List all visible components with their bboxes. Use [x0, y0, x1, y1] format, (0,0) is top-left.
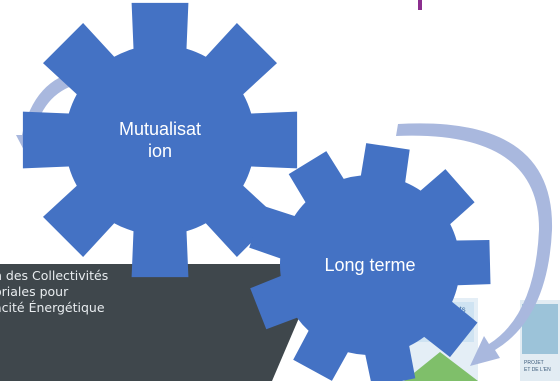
- logo-text-5: ET DE L'EN: [524, 367, 551, 373]
- banner-line: n des Collectivités: [0, 268, 109, 283]
- gear-long-terme: [249, 143, 491, 381]
- gear-mutualisation: [22, 2, 298, 278]
- logo-text-4: PROJET: [524, 360, 544, 366]
- banner-background: [0, 264, 322, 381]
- banner-line: oriales pour: [0, 284, 69, 299]
- banner-line: acité Énergétique: [0, 300, 105, 315]
- gear-label-line: ion: [147, 141, 173, 161]
- banner-text: n des Collectivités oriales pour acité É…: [0, 268, 300, 316]
- gear-label-long-terme: Long terme: [310, 254, 430, 276]
- gear-label-line: Mutualisat: [118, 119, 202, 139]
- accent-mark: [418, 0, 422, 10]
- gear-label-mutualisation: Mutualisat ion: [108, 118, 212, 162]
- gear-label-line: Long terme: [324, 255, 416, 275]
